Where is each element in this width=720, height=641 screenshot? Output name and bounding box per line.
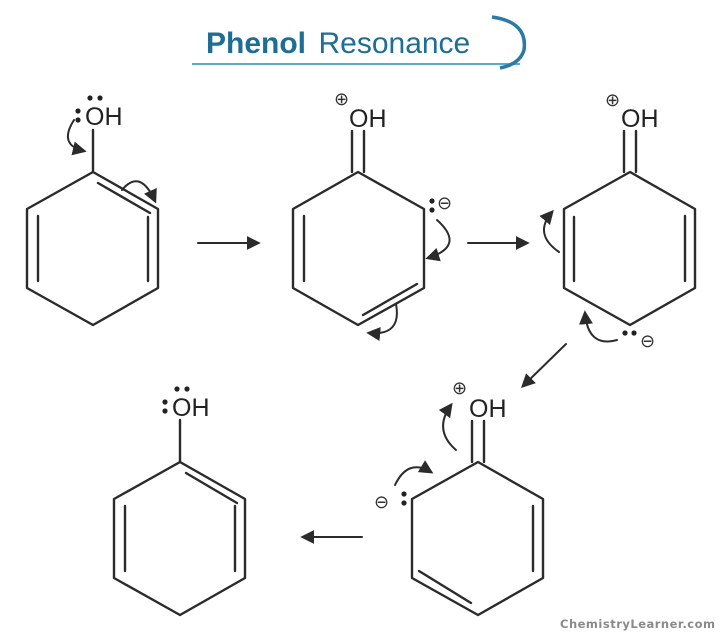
- title-bold: Phenol: [206, 27, 306, 60]
- structure-2: OH ⊕ ⊖: [291, 89, 452, 341]
- curved-arrow-2a: [425, 219, 451, 262]
- curved-arrow-3b: [578, 310, 618, 343]
- structure-3: OH ⊕ ⊖: [539, 90, 697, 352]
- oxygen-label-5: OH: [172, 394, 210, 422]
- curved-arrow-4a: [394, 460, 434, 486]
- curved-arrow-3a: [539, 209, 560, 253]
- negative-charge-4: ⊖: [374, 492, 389, 513]
- title-regular: Resonance: [318, 27, 470, 60]
- reaction-arrow-3: [520, 343, 567, 388]
- structure-1: OH: [25, 95, 160, 327]
- oxygen-label-2: OH: [349, 105, 387, 133]
- positive-charge-3: ⊕: [605, 90, 620, 111]
- structure-4: OH ⊕ ⊖: [374, 378, 545, 617]
- negative-charge-3: ⊖: [640, 331, 655, 352]
- oxygen-label-1: OH: [85, 103, 123, 131]
- curved-arrow-2b: [366, 303, 398, 341]
- structure-5: OH: [112, 386, 247, 617]
- curved-arrow-4b: [438, 402, 457, 451]
- positive-charge-4: ⊕: [452, 378, 467, 399]
- curved-arrow-1a: [66, 119, 87, 156]
- title-swoosh: [491, 15, 527, 70]
- oxygen-label-3: OH: [621, 105, 659, 133]
- watermark-text: ChemistryLearner.com: [560, 617, 716, 631]
- oxygen-label-4: OH: [469, 395, 507, 423]
- positive-charge-2: ⊕: [334, 89, 349, 110]
- negative-charge-2: ⊖: [437, 193, 452, 214]
- title-text: Phenol Resonance: [206, 27, 470, 60]
- title-banner: Phenol Resonance: [192, 15, 527, 70]
- curved-arrow-1b: [121, 180, 157, 204]
